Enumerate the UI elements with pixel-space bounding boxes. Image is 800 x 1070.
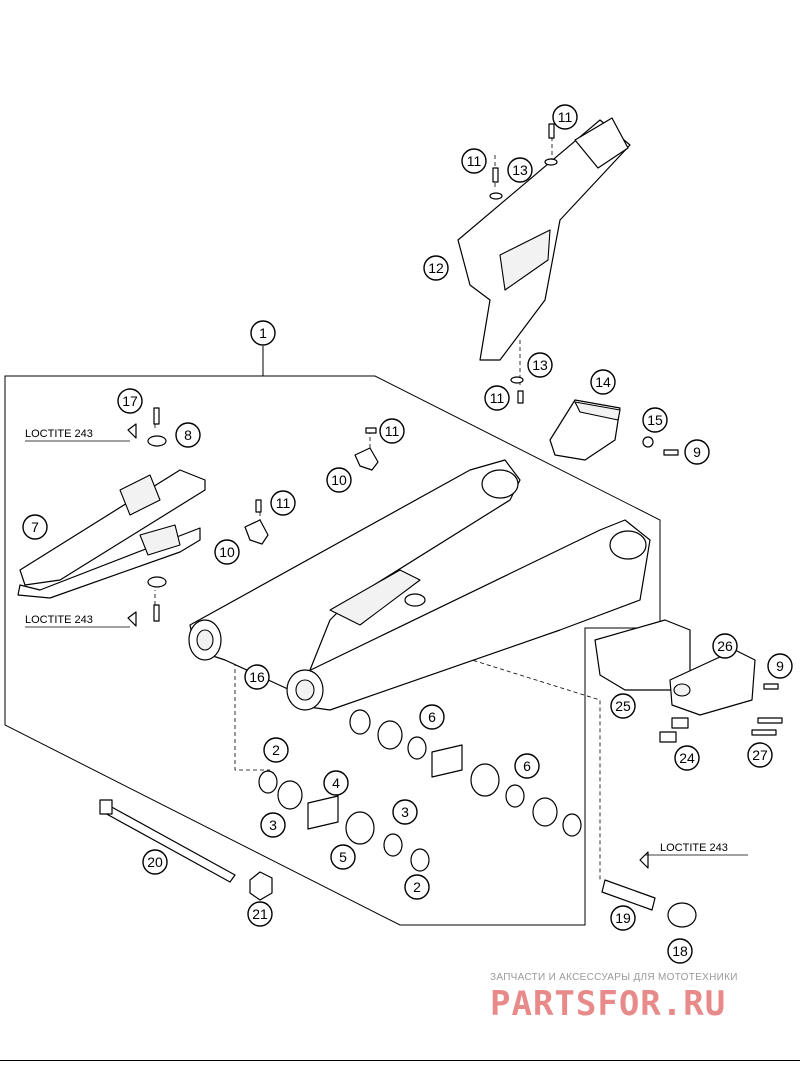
callout-6a: 6 xyxy=(419,704,445,730)
callout-11b: 11 xyxy=(461,148,487,174)
svg-text:10: 10 xyxy=(219,544,235,560)
callout-6b: 6 xyxy=(514,753,540,779)
callout-13b: 13 xyxy=(527,352,553,378)
callout-12: 12 xyxy=(423,255,449,281)
callout-21: 21 xyxy=(247,901,273,927)
callout-19: 19 xyxy=(610,905,636,931)
chain-slider xyxy=(17,469,206,599)
chain-sliding-guide xyxy=(594,619,783,743)
chain-guide xyxy=(549,399,621,461)
callout-11a: 11 xyxy=(552,104,578,130)
bottom-border xyxy=(0,1060,800,1061)
svg-text:11: 11 xyxy=(558,109,573,125)
svg-text:8: 8 xyxy=(184,427,192,443)
svg-text:5: 5 xyxy=(339,849,347,865)
svg-text:13: 13 xyxy=(532,357,548,373)
callout-10b: 10 xyxy=(214,539,240,565)
callout-3b: 3 xyxy=(392,799,418,825)
svg-text:17: 17 xyxy=(122,393,138,409)
loctite-note-top: LOCTITE 243 xyxy=(25,428,93,440)
svg-text:1: 1 xyxy=(259,325,267,341)
svg-text:21: 21 xyxy=(252,906,268,922)
svg-text:11: 11 xyxy=(385,423,400,439)
watermark-brand: PARTSFOR.RU xyxy=(490,984,727,1024)
callout-27: 27 xyxy=(747,742,773,768)
svg-text:3: 3 xyxy=(269,817,277,833)
callout-14: 14 xyxy=(590,369,616,395)
callout-5: 5 xyxy=(330,844,356,870)
loctite-notes: LOCTITE 243 LOCTITE 243 LOCTITE 243 xyxy=(25,428,748,856)
callout-26: 26 xyxy=(712,633,738,659)
callout-20: 20 xyxy=(142,849,168,875)
callout-1: 1 xyxy=(250,320,276,346)
callout-18: 18 xyxy=(667,938,693,964)
callout-15: 15 xyxy=(642,407,668,433)
svg-text:11: 11 xyxy=(276,495,291,511)
svg-text:10: 10 xyxy=(331,472,347,488)
callout-24: 24 xyxy=(674,745,700,771)
callout-11e: 11 xyxy=(270,490,296,516)
svg-text:2: 2 xyxy=(413,879,421,895)
callout-10a: 10 xyxy=(326,467,352,493)
callout-7: 7 xyxy=(22,514,48,540)
svg-text:9: 9 xyxy=(693,444,701,460)
pivot-bolt xyxy=(99,799,273,901)
callout-11d: 11 xyxy=(379,418,405,444)
callout-13a: 13 xyxy=(507,157,533,183)
callout-11c: 11 xyxy=(484,385,510,411)
svg-text:11: 11 xyxy=(467,153,482,169)
svg-text:14: 14 xyxy=(595,374,611,390)
svg-text:19: 19 xyxy=(615,910,631,926)
callout-3a: 3 xyxy=(260,812,286,838)
callout-9a: 9 xyxy=(684,439,710,465)
svg-text:12: 12 xyxy=(428,260,444,276)
assembly-frame xyxy=(4,346,661,926)
watermark-tagline: ЗАПЧАСТИ И АКСЕССУАРЫ ДЛЯ МОТОТЕХНИКИ xyxy=(490,972,738,983)
svg-text:6: 6 xyxy=(428,709,436,725)
svg-text:11: 11 xyxy=(490,390,505,406)
callout-8: 8 xyxy=(175,422,201,448)
svg-text:16: 16 xyxy=(249,669,265,685)
svg-text:18: 18 xyxy=(672,943,688,959)
chain-guard xyxy=(457,117,631,361)
svg-text:13: 13 xyxy=(512,162,528,178)
svg-text:3: 3 xyxy=(401,804,409,820)
callout-9b: 9 xyxy=(767,653,793,679)
loctite-note-right: LOCTITE 243 xyxy=(660,842,728,854)
svg-text:20: 20 xyxy=(147,854,163,870)
svg-text:7: 7 xyxy=(31,519,39,535)
callout-2b: 2 xyxy=(404,874,430,900)
svg-text:15: 15 xyxy=(647,412,663,428)
callout-16: 16 xyxy=(244,664,270,690)
callout-2a: 2 xyxy=(263,737,289,763)
axle-bolt xyxy=(601,879,697,928)
svg-text:26: 26 xyxy=(717,638,733,654)
svg-text:2: 2 xyxy=(272,742,280,758)
callout-25: 25 xyxy=(610,693,636,719)
svg-text:27: 27 xyxy=(752,747,768,763)
svg-text:25: 25 xyxy=(615,698,631,714)
callout-4: 4 xyxy=(323,770,349,796)
callout-17: 17 xyxy=(117,388,143,414)
cable-holders xyxy=(244,447,379,545)
loctite-note-mid: LOCTITE 243 xyxy=(25,614,93,626)
svg-text:6: 6 xyxy=(523,758,531,774)
bearings-and-bushings xyxy=(258,709,582,872)
svg-text:4: 4 xyxy=(332,775,340,791)
svg-text:9: 9 xyxy=(776,658,784,674)
swingarm xyxy=(188,459,651,711)
svg-text:24: 24 xyxy=(679,750,695,766)
